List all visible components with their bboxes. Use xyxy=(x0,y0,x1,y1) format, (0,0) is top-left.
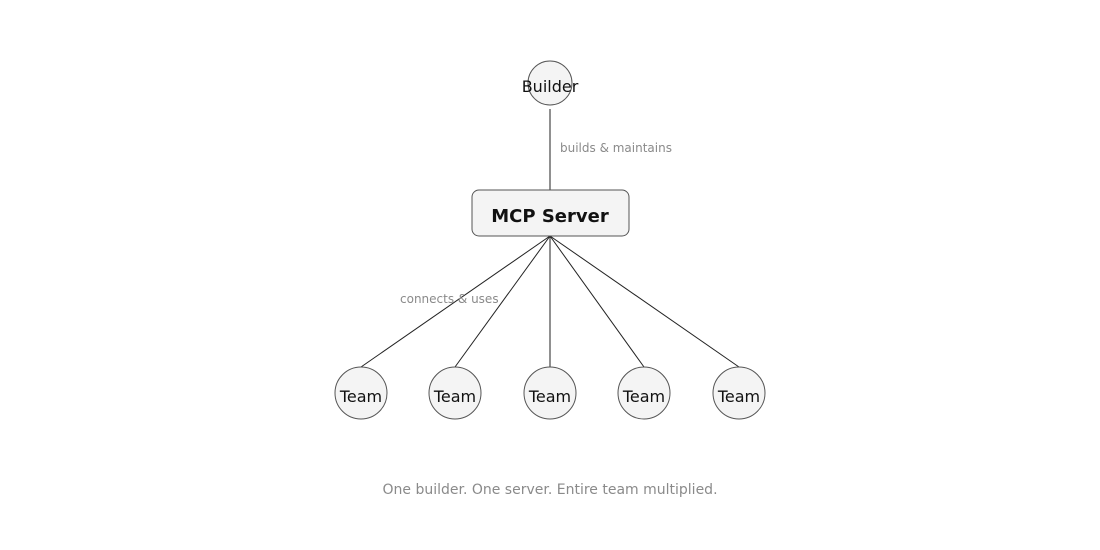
edge-label-connects-uses: connects & uses xyxy=(400,292,499,306)
edge-server-team-4 xyxy=(549,235,645,368)
team-circle xyxy=(617,366,671,420)
builder-circle xyxy=(527,60,573,106)
team-node: Team xyxy=(617,366,671,420)
team-label: Team xyxy=(433,387,476,406)
team-label: Team xyxy=(717,387,760,406)
team-node: Team xyxy=(428,366,482,420)
builder-node: Builder xyxy=(522,60,579,106)
edge-server-team-2 xyxy=(454,235,551,368)
mcp-server-box xyxy=(471,189,630,237)
edge-label-builds-maintains: builds & maintains xyxy=(560,141,672,155)
team-node: Team xyxy=(523,366,577,420)
mcp-server-node: MCP Server xyxy=(471,189,630,237)
team-node: Team xyxy=(334,366,388,420)
team-circle xyxy=(428,366,482,420)
team-circle xyxy=(523,366,577,420)
mcp-server-label: MCP Server xyxy=(491,206,609,227)
team-label: Team xyxy=(622,387,665,406)
diagram-caption: One builder. One server. Entire team mul… xyxy=(382,482,717,498)
team-circle xyxy=(334,366,388,420)
team-label: Team xyxy=(528,387,571,406)
team-label: Team xyxy=(339,387,382,406)
builder-label: Builder xyxy=(522,77,579,96)
edge-server-team-1 xyxy=(360,235,551,368)
team-node: Team xyxy=(712,366,766,420)
edge-server-team-5 xyxy=(549,235,740,368)
team-circle xyxy=(712,366,766,420)
